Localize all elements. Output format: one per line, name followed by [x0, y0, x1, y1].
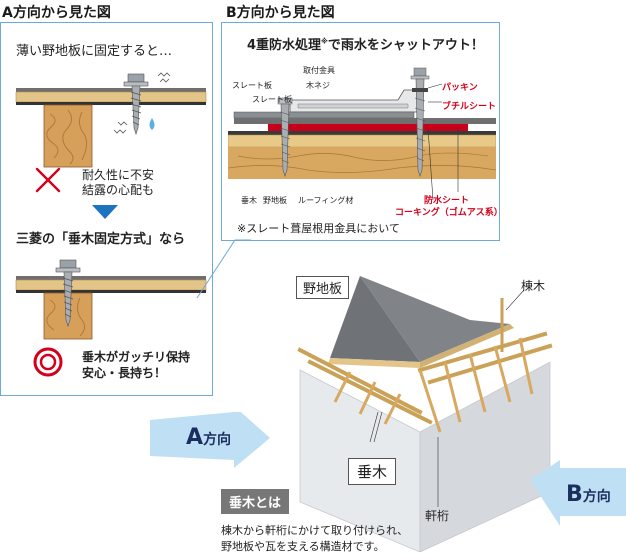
- label-slate-b: スレート板: [252, 95, 292, 104]
- headline-mark: ※: [321, 37, 328, 46]
- mitsubishi-heading: 三菱の「垂木固定方式」なら: [16, 232, 186, 247]
- label-butyl: ブチルシート: [442, 102, 497, 112]
- label-waterproof-sheet: 防水シート: [424, 196, 470, 206]
- direction-a-arrow-icon: [150, 412, 270, 468]
- panel-b-headline: 4重防水処理※で雨水をシャットアウト！: [247, 34, 484, 53]
- direction-b-label: B方向: [566, 482, 611, 507]
- direction-a-suffix: 方向: [203, 432, 232, 448]
- down-arrow-icon: [92, 205, 118, 219]
- label-fixture: 取付金具: [303, 66, 335, 75]
- label-rafter: 垂木: [241, 196, 257, 205]
- house-label-sheathing: 野地板: [296, 276, 350, 299]
- waterproof-cross-section: [228, 67, 496, 201]
- house-label-ridge: 棟木: [521, 279, 546, 293]
- bad-text-line2: 結露の心配も: [82, 183, 155, 197]
- bad-x-icon: [35, 167, 61, 193]
- house-label-eave: 軒桁: [425, 509, 450, 523]
- direction-a-label: A方向: [186, 425, 231, 450]
- definition-line1: 棟木から軒桁にかけて取り付けられ、: [221, 524, 409, 537]
- headline-tail: で雨水をシャットアウト！: [327, 38, 484, 53]
- direction-a-letter: A: [186, 425, 204, 450]
- label-sheathing: 野地板: [263, 196, 287, 205]
- label-caulking: コーキング（ゴムアス系）: [395, 208, 503, 218]
- definition-heading: 垂木とは: [221, 489, 290, 514]
- panel-b-title: B方向から見た図: [226, 5, 335, 21]
- label-wood-screw: 木ネジ: [306, 81, 330, 90]
- panel-a-title: A方向から見た図: [2, 5, 111, 21]
- good-text-line2: 安心・長持ち！: [82, 366, 167, 380]
- house-label-rafter: 垂木: [348, 458, 397, 485]
- label-roofing: ルーフィング材: [298, 196, 354, 205]
- thin-board-heading: 薄い野地板に固定すると…: [16, 44, 173, 59]
- direction-b-letter: B: [566, 482, 583, 507]
- direction-b-suffix: 方向: [582, 489, 611, 505]
- label-packing: パッキン: [442, 83, 478, 93]
- definition-line2: 野地板や瓦を支える構造材です。: [221, 540, 385, 553]
- good-circle-icon: [33, 347, 63, 377]
- rafter-fix-illustration: [15, 259, 207, 340]
- house-illustration: [297, 276, 553, 552]
- direction-b-arrow-icon: [530, 460, 626, 526]
- panel-b-note: ※スレート葺屋根用金具において: [237, 222, 400, 235]
- label-slate-a: スレート板: [232, 81, 272, 90]
- bad-text-line1: 耐久性に不安: [82, 168, 155, 182]
- callout-connector: [196, 239, 251, 299]
- thin-board-illustration: [15, 72, 207, 168]
- headline-main: 4重防水処理: [247, 38, 322, 53]
- good-text-line1: 垂木がガッチリ保持: [82, 350, 191, 364]
